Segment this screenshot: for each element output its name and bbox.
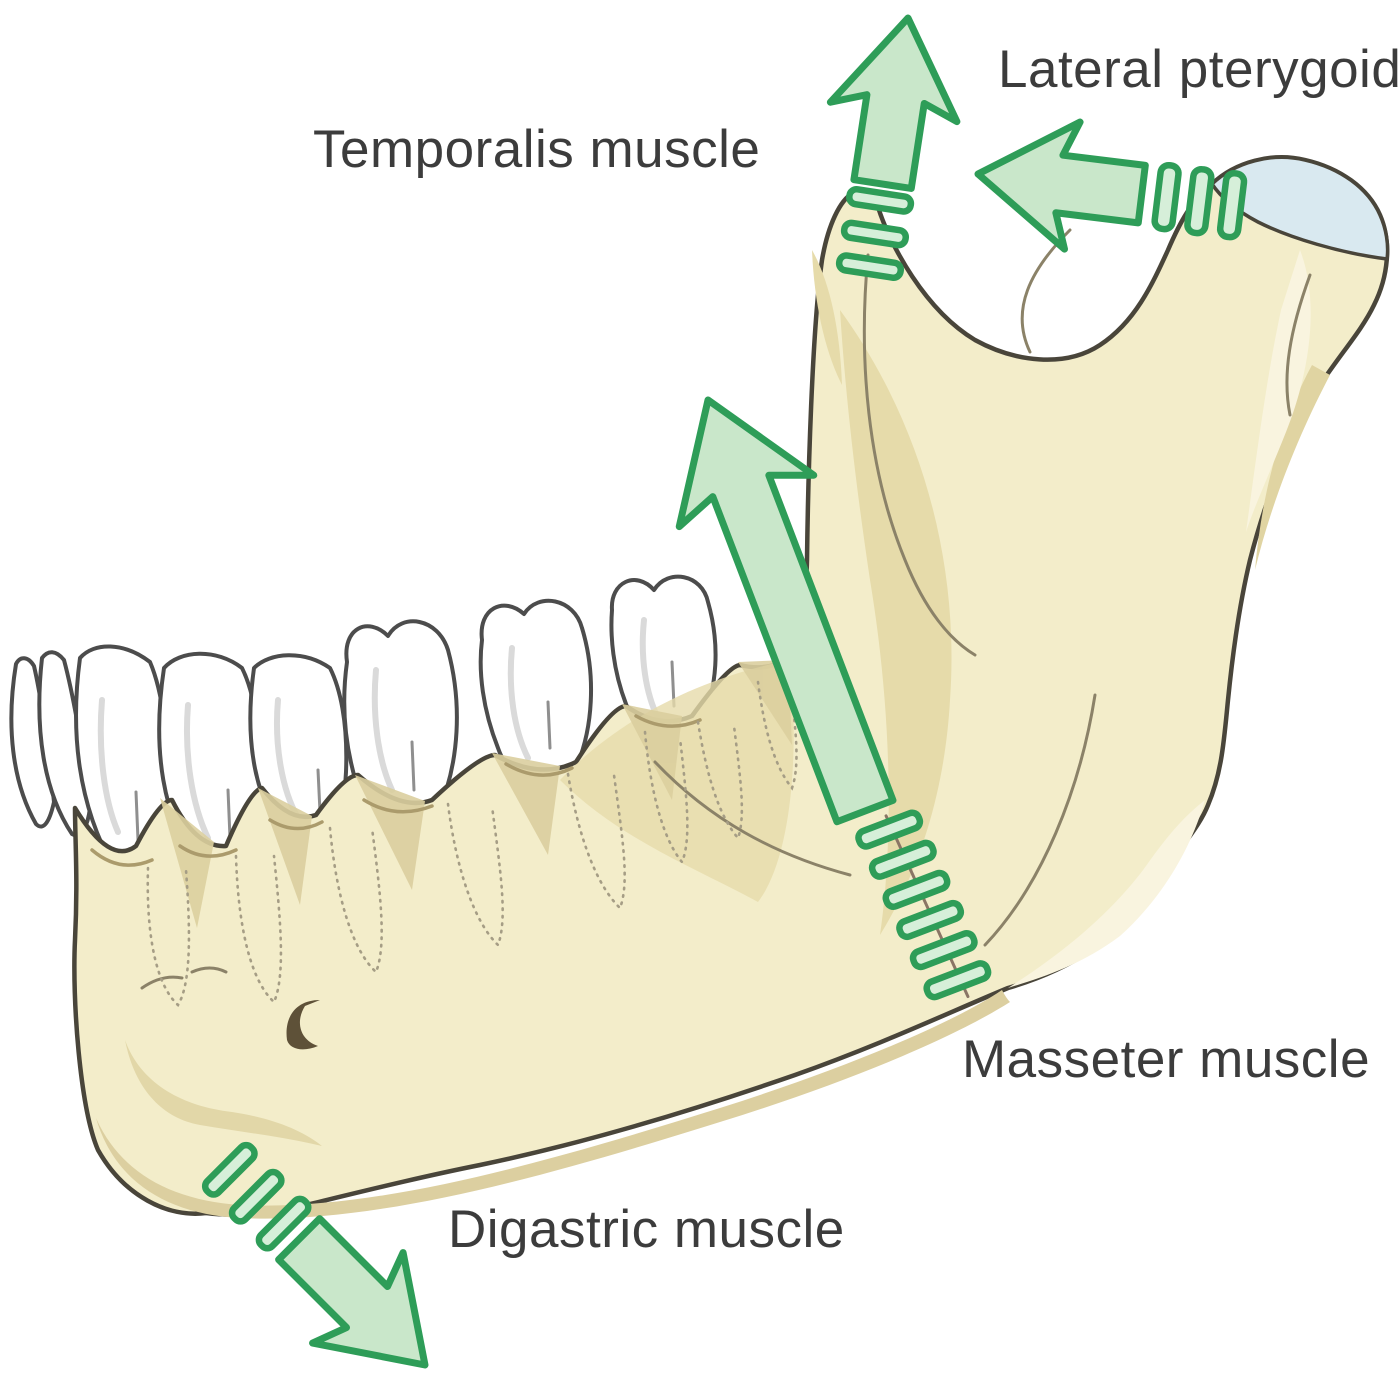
gum-collar-lines [90, 714, 702, 867]
lateral-pterygoid-arrow-dashes [1151, 161, 1248, 241]
label-digastric-muscle: Digastric muscle [448, 1200, 845, 1259]
temporalis-arrow-dashes [835, 186, 915, 281]
lateral-pterygoid-arrow-body [974, 118, 1149, 253]
digastric-arrow-body [275, 1215, 429, 1369]
condyle-cartilage-cap [1210, 155, 1390, 261]
mental-foramen [286, 1000, 320, 1050]
label-masseter-muscle: Masseter muscle [962, 1030, 1371, 1089]
label-temporalis-muscle: Temporalis muscle [313, 120, 761, 179]
temporalis-arrow-body [826, 14, 961, 192]
lateral-pterygoid-arrow [974, 118, 1248, 253]
muscle-arrows [201, 14, 1248, 1369]
temporalis-arrow [826, 14, 961, 281]
digastric-arrow-dashes [201, 1141, 312, 1252]
label-lateral-pterygoid-muscle: Lateral pterygoid [998, 40, 1400, 99]
masseter-arrow-body [675, 396, 897, 826]
masseter-arrow [675, 396, 992, 1001]
bone-shading [125, 250, 1330, 1146]
tooth-premolar-1 [342, 619, 459, 827]
bone-lower-shade-band [96, 990, 1010, 1219]
tooth-root-dotted-lines [146, 680, 798, 1008]
tooth-premolar-2 [478, 598, 593, 789]
digastric-arrow [201, 1141, 429, 1369]
mandible-bone [72, 155, 1390, 1219]
bone-highlight-band [1008, 800, 1205, 988]
masseter-arrow-dashes [855, 809, 992, 1001]
bone-contour-lines [140, 228, 1312, 990]
masseter-dash-connector [884, 814, 970, 999]
